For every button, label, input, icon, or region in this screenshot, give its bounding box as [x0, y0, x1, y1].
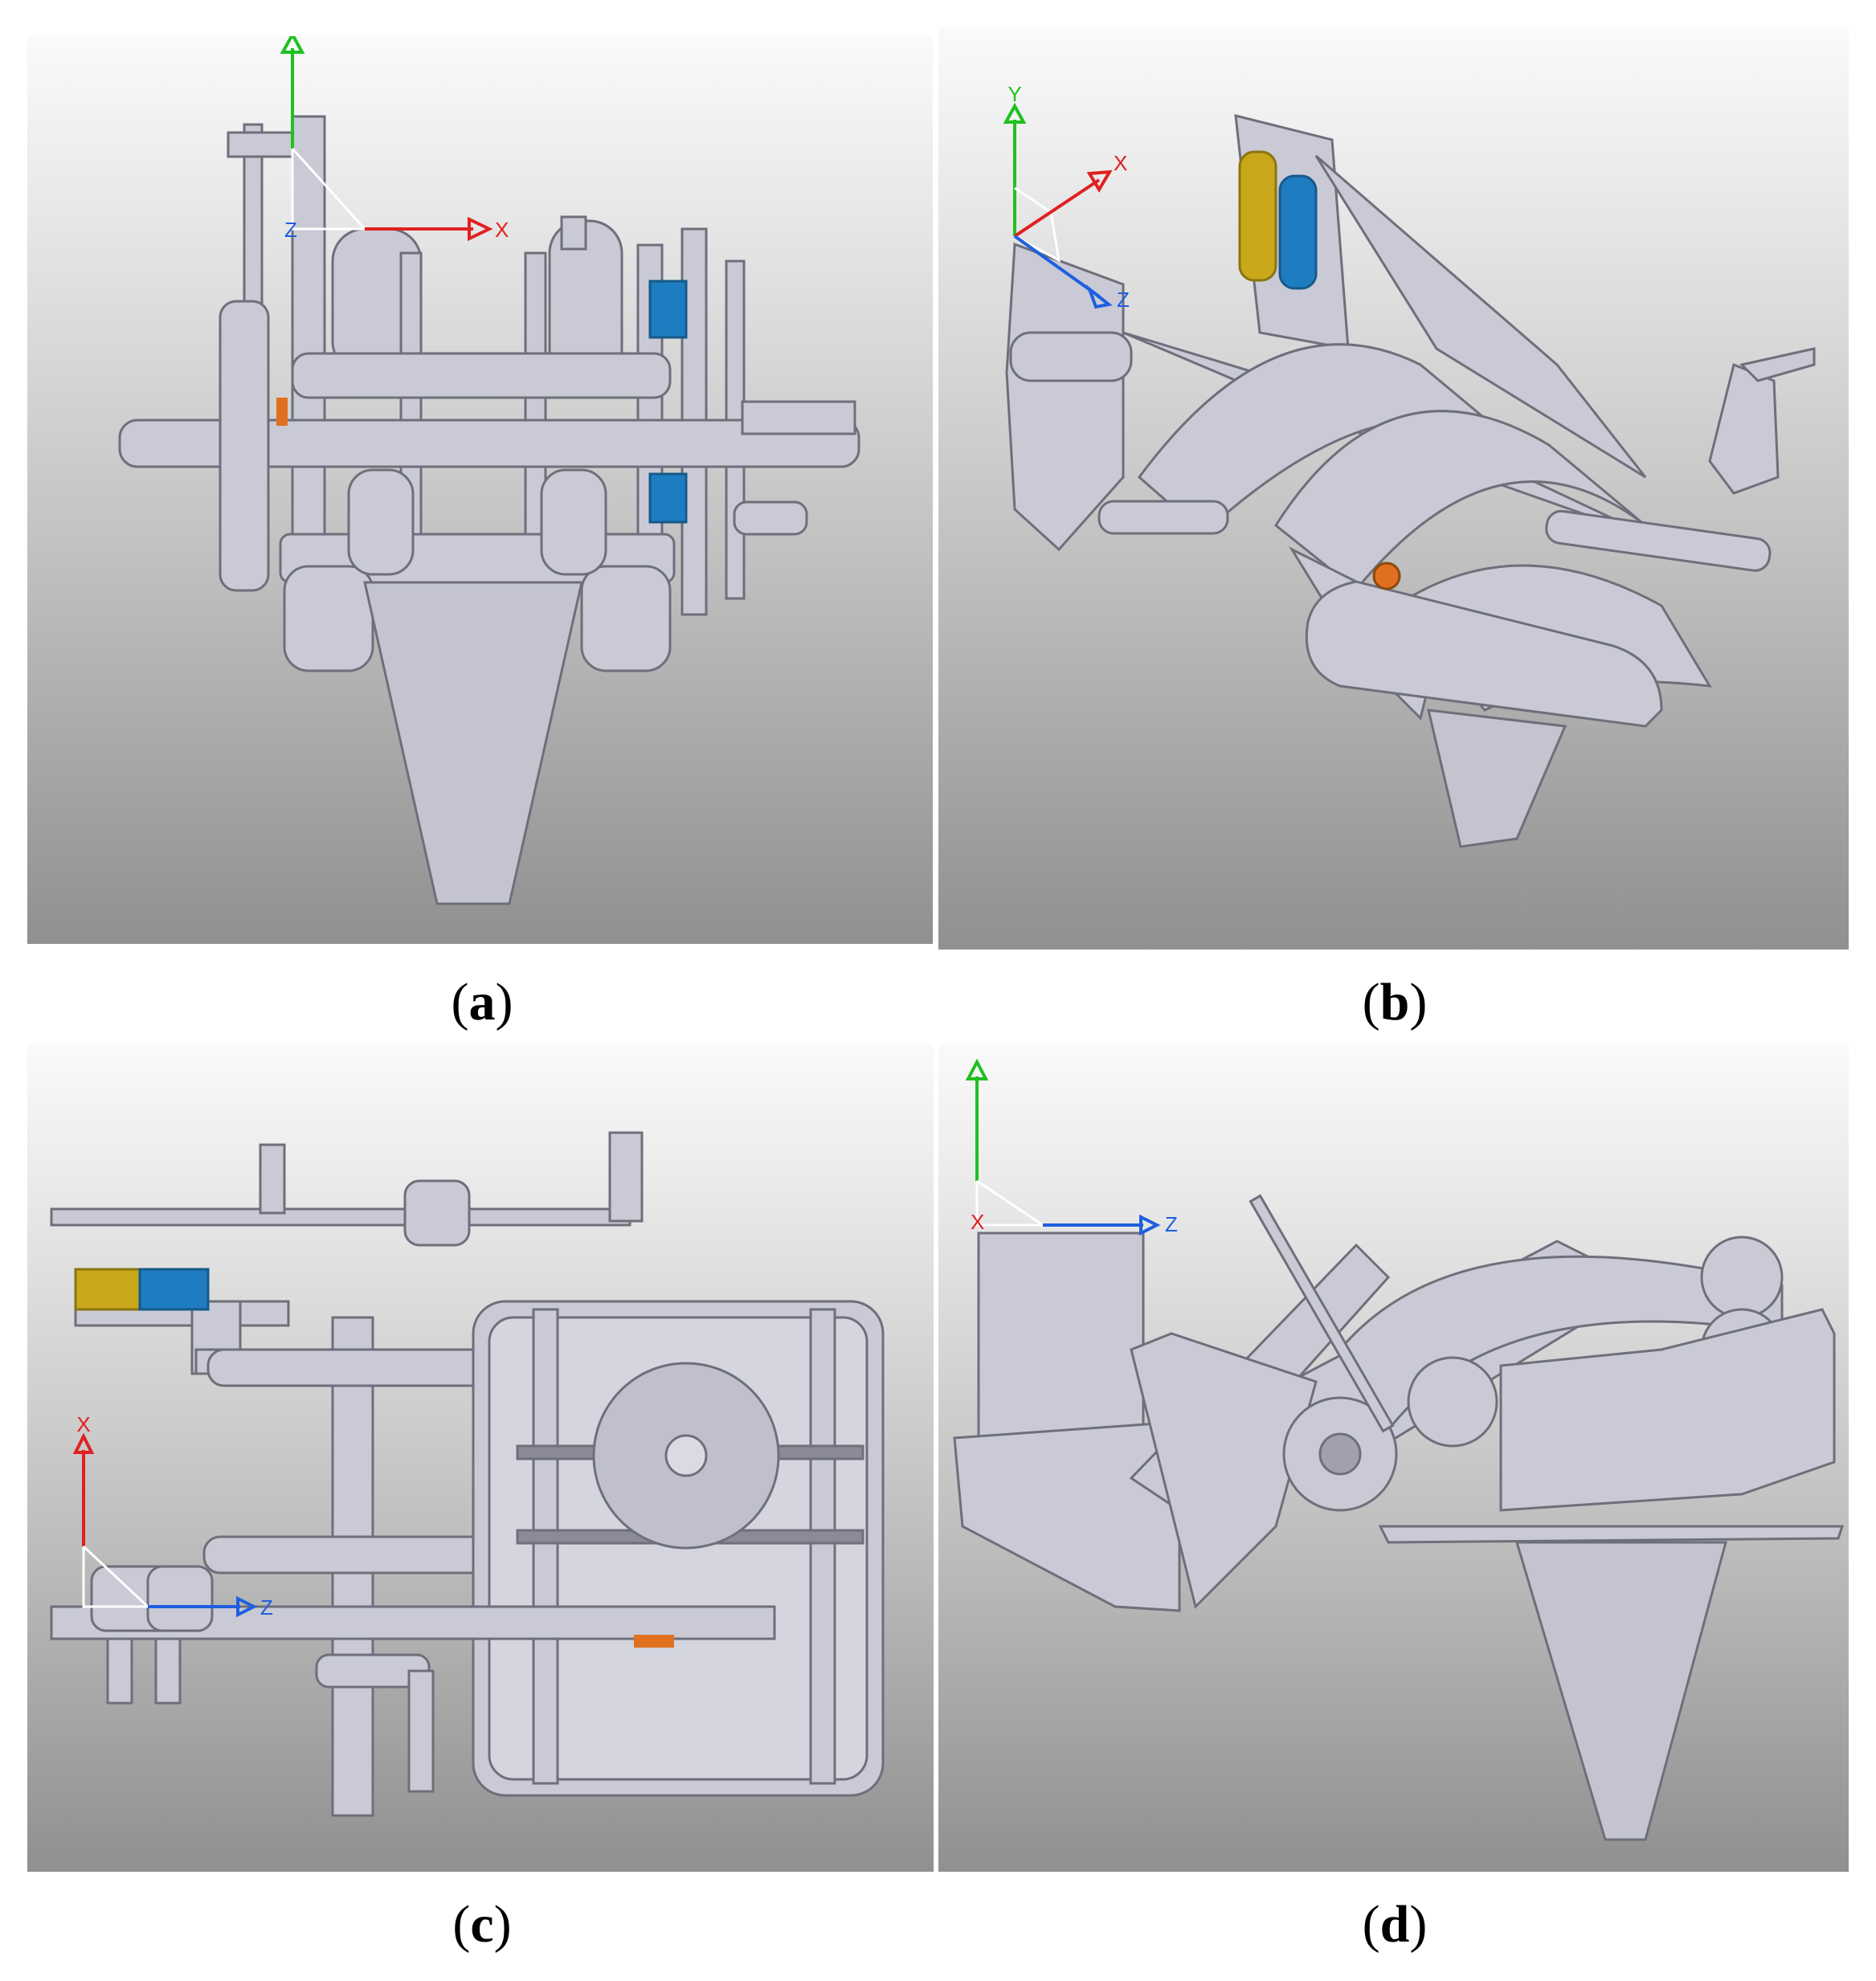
- mechanism-front-view: X Z: [118, 36, 860, 905]
- axis-label-z: Z: [260, 1595, 273, 1620]
- orange-part: [276, 398, 288, 426]
- seed-cone: [1514, 1541, 1727, 1841]
- axis-label-z: Z: [1165, 1212, 1178, 1236]
- axis-label-x: X: [495, 218, 509, 242]
- axis-label-y: Y: [1007, 82, 1021, 106]
- orange-part: [634, 1635, 674, 1648]
- mechanism-isometric-view: Y X Z: [1003, 82, 1816, 848]
- yellow-part: [74, 1268, 141, 1311]
- axis-label-x: X: [1114, 151, 1127, 175]
- yellow-part: [1238, 150, 1277, 282]
- caption-letter: c: [470, 1895, 494, 1954]
- caption-letter: d: [1379, 1895, 1410, 1954]
- axis-label-z: Z: [284, 218, 297, 242]
- seed-cone: [1427, 709, 1567, 848]
- axis-triad-c: X Z: [72, 1412, 273, 1620]
- axis-triad-d: X Z: [965, 1058, 1178, 1236]
- axis-triad-b: Y X Z: [1003, 82, 1130, 312]
- caption-c: (c): [452, 1895, 512, 1954]
- caption-letter: a: [468, 973, 496, 1031]
- blue-part: [648, 280, 688, 339]
- blue-part: [1278, 174, 1318, 290]
- cad-view-b: Y X Z: [938, 27, 1849, 950]
- blue-part: [138, 1268, 210, 1311]
- axis-label-z: Z: [1117, 288, 1130, 312]
- cad-view-d: X Z: [938, 1044, 1849, 1872]
- axis-label-x: X: [76, 1412, 90, 1436]
- cad-view-a: X Z: [27, 36, 933, 944]
- axis-label-x: X: [971, 1210, 984, 1234]
- cad-view-c: X Z: [27, 1044, 934, 1872]
- mechanism-side-view: X Z: [953, 1058, 1845, 1841]
- orange-part: [1372, 562, 1401, 590]
- caption-a: (a): [451, 973, 513, 1031]
- caption-b: (b): [1362, 973, 1428, 1031]
- axis-triad-a: X Z: [280, 36, 509, 242]
- seed-cone: [363, 581, 583, 905]
- mechanism-top-view: X Z: [50, 1131, 885, 1817]
- caption-d: (d): [1362, 1895, 1428, 1954]
- caption-letter: b: [1379, 973, 1410, 1031]
